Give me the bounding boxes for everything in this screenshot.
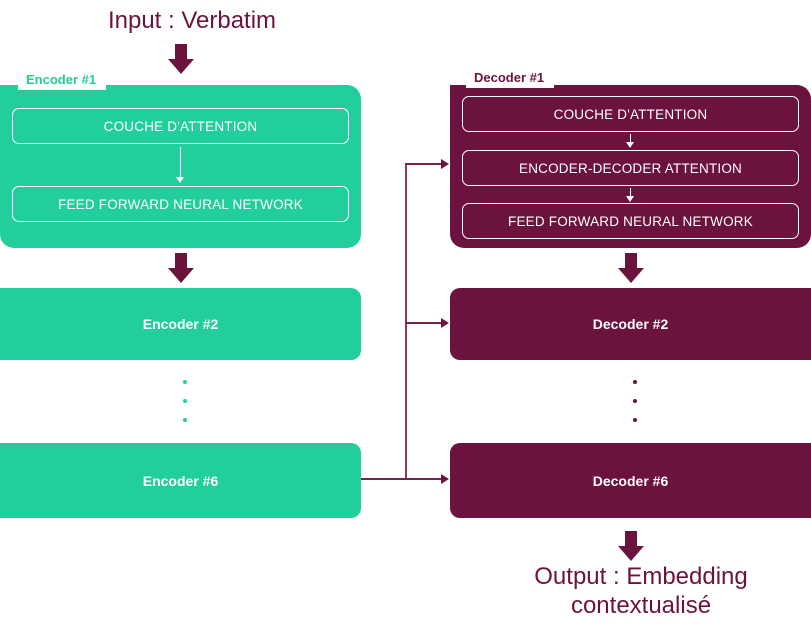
encoder-sublayer-attention[interactable]: COUCHE D'ATTENTION bbox=[12, 108, 349, 144]
decoder-ellipsis-dot bbox=[633, 399, 637, 403]
decoder-1-label: Decoder #1 bbox=[466, 68, 555, 88]
output-arrow-icon bbox=[618, 531, 644, 561]
decoder-sublayer-ffnn[interactable]: FEED FORWARD NEURAL NETWORK bbox=[462, 203, 799, 239]
input-title: Input : Verbatim bbox=[107, 7, 277, 34]
encoder-sublayer-ffnn[interactable]: FEED FORWARD NEURAL NETWORK bbox=[12, 186, 349, 222]
input-arrow-icon bbox=[168, 44, 194, 74]
connector-arrowhead-decoder6-icon bbox=[441, 474, 449, 484]
decoder-ellipsis-dot bbox=[633, 418, 637, 422]
decoder-internal-arrow-1-icon bbox=[626, 134, 635, 148]
decoder-6-block[interactable]: Decoder #6 bbox=[450, 443, 811, 518]
connector-bus-to-decoder6 bbox=[405, 478, 443, 480]
decoder-stack-arrow-icon bbox=[618, 253, 644, 283]
decoder-sublayer-attention[interactable]: COUCHE D'ATTENTION bbox=[462, 96, 799, 132]
connector-bus-to-decoder1 bbox=[405, 163, 443, 165]
decoder-sublayer-encoder-decoder-attention[interactable]: ENCODER-DECODER ATTENTION bbox=[462, 150, 799, 186]
encoder-1-label: Encoder #1 bbox=[18, 70, 107, 90]
connector-arrowhead-decoder1-icon bbox=[441, 159, 449, 169]
decoder-ellipsis-dot bbox=[633, 380, 637, 384]
encoder-ellipsis-dot bbox=[183, 418, 187, 422]
encoder-6-block[interactable]: Encoder #6 bbox=[0, 443, 361, 518]
decoder-1-container[interactable] bbox=[450, 85, 811, 248]
connector-arrowhead-decoder2-icon bbox=[441, 318, 449, 328]
encoder-internal-arrow-icon bbox=[176, 147, 185, 183]
decoder-internal-arrow-2-icon bbox=[626, 188, 635, 202]
connector-bus-to-decoder2 bbox=[405, 322, 443, 324]
encoder-stack-arrow-icon bbox=[168, 253, 194, 283]
encoder-ellipsis-dot bbox=[183, 380, 187, 384]
output-title: Output : Embedding contextualisé bbox=[534, 563, 748, 619]
decoder-2-block[interactable]: Decoder #2 bbox=[450, 288, 811, 360]
connector-encoder6-to-bus bbox=[361, 478, 406, 480]
encoder-2-block[interactable]: Encoder #2 bbox=[0, 288, 361, 360]
encoder-ellipsis-dot bbox=[183, 399, 187, 403]
connector-vertical-bus bbox=[405, 163, 407, 479]
